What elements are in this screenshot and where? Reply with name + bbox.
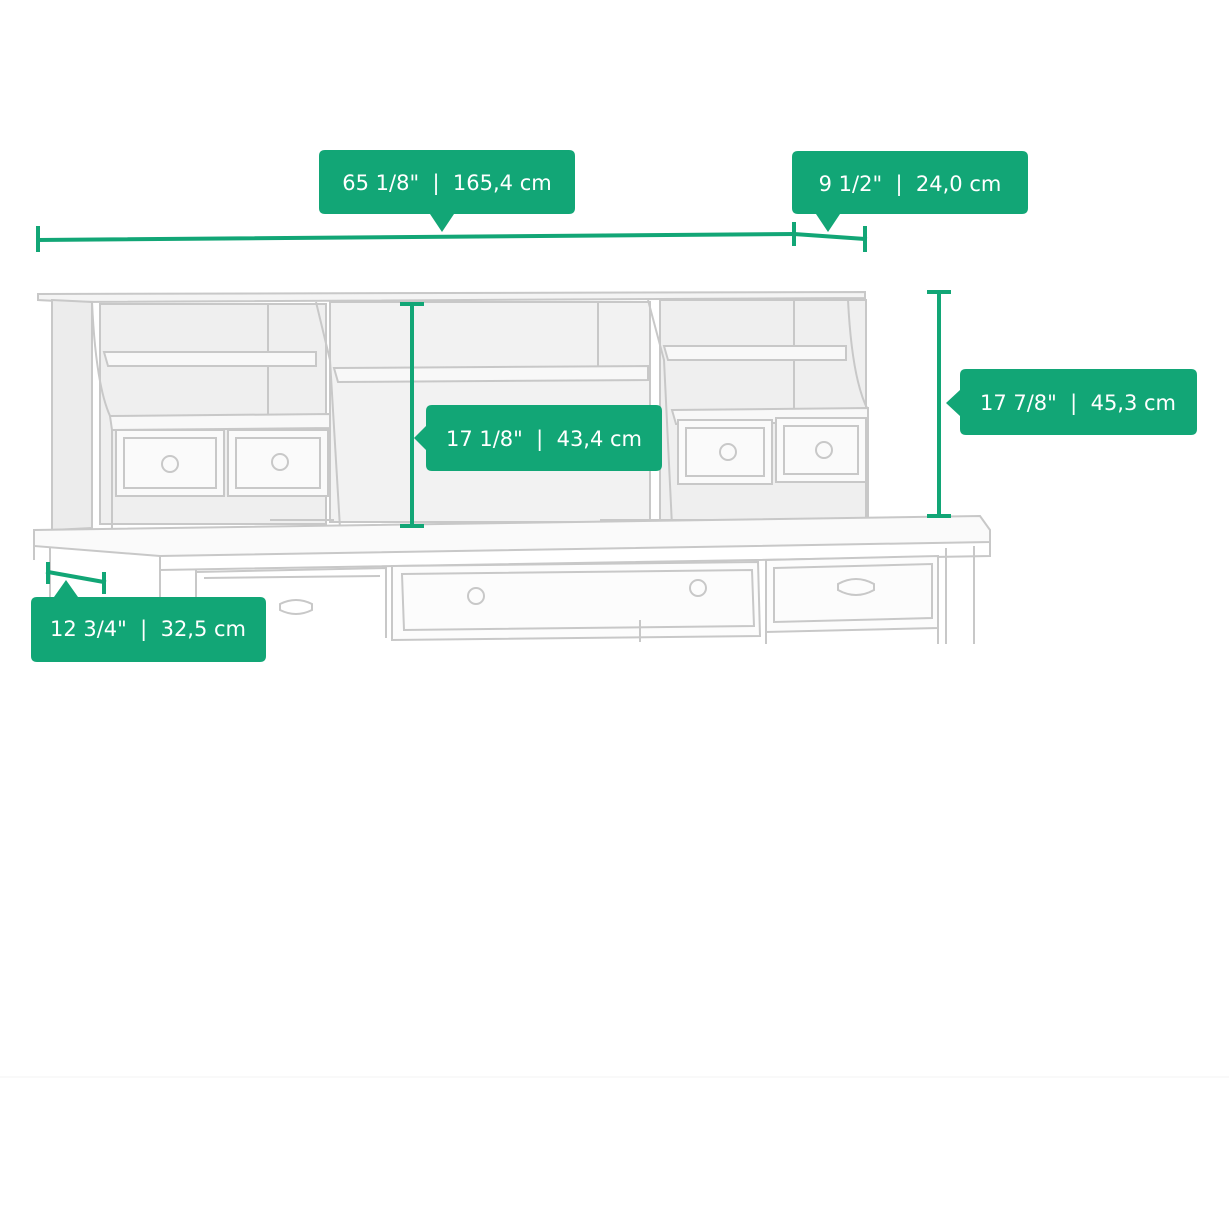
desk-drawer-center bbox=[391, 560, 762, 642]
depth-extension-label: 9 1/2" | 24,0 cm bbox=[819, 172, 1002, 197]
left-inner-divider bbox=[315, 301, 341, 529]
left-drawer-2 bbox=[227, 429, 329, 497]
left-top-shelf bbox=[102, 351, 317, 367]
right-drawer-2 bbox=[775, 417, 867, 483]
desk-depth-callout: 12 3/4" | 32,5 cm bbox=[31, 580, 266, 662]
desk-drawer-left bbox=[195, 566, 387, 638]
hutch-illustration bbox=[33, 290, 991, 644]
total-height-callout: 17 7/8" | 45,3 cm bbox=[946, 369, 1197, 435]
dimension-lines bbox=[35, 222, 951, 594]
left-lower-shelf bbox=[108, 412, 331, 432]
hutch-left-side bbox=[51, 298, 93, 532]
width-dimension-line bbox=[35, 231, 797, 243]
total-height-label: 17 7/8" | 45,3 cm bbox=[980, 391, 1176, 416]
right-drawer-1 bbox=[677, 419, 773, 485]
width-label: 65 1/8" | 165,4 cm bbox=[342, 171, 551, 196]
desk-depth-label: 12 3/4" | 32,5 cm bbox=[50, 617, 246, 642]
inner-height-callout: 17 1/8" | 43,4 cm bbox=[414, 405, 662, 471]
width-callout: 65 1/8" | 165,4 cm bbox=[319, 150, 575, 232]
inner-height-label: 17 1/8" | 43,4 cm bbox=[446, 427, 642, 452]
right-top-shelf bbox=[662, 345, 847, 361]
hutch-top bbox=[37, 290, 866, 304]
center-shelf bbox=[332, 364, 649, 384]
depth-dimension-line bbox=[791, 231, 868, 242]
depth-extension-callout: 9 1/2" | 24,0 cm bbox=[792, 151, 1028, 232]
desk-depth-dimension-line bbox=[45, 569, 107, 585]
left-drawer-1 bbox=[115, 429, 225, 497]
right-inner-divider bbox=[647, 299, 673, 527]
